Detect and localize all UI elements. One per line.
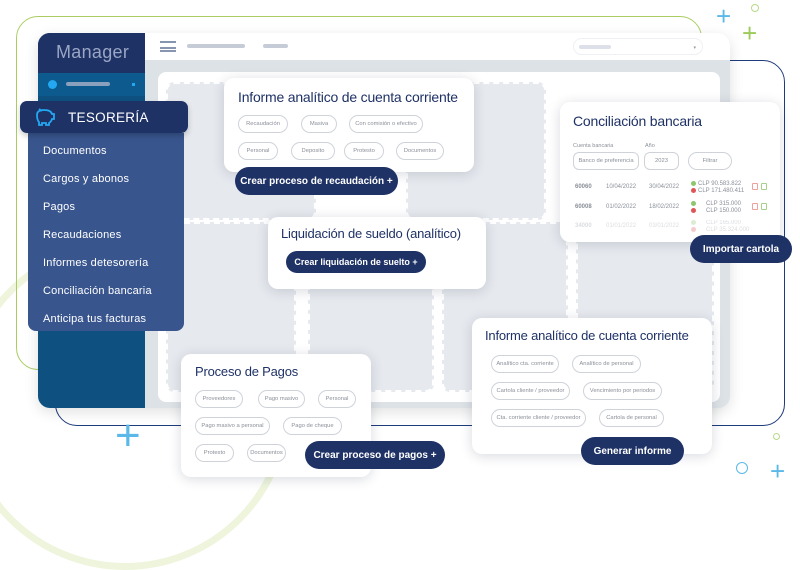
credit-value: CLP 315.000 (706, 201, 741, 208)
menu-tesoreria[interactable]: TESORERÍA (20, 101, 188, 133)
circle-icon (751, 4, 759, 12)
circle-icon (773, 433, 780, 440)
card-informe: Informe analítico de cuenta corriente An… (472, 318, 712, 454)
create-liquidacion-button[interactable]: Crear liquidación de suelto + (286, 251, 426, 273)
menu-item-conciliacion[interactable]: Conciliación bancaria (43, 285, 152, 297)
year-label: Año (645, 143, 655, 149)
row-credit: CLP 315.000 (691, 201, 741, 207)
pdf-icon[interactable] (752, 203, 758, 210)
debit-icon (691, 188, 696, 193)
row-to: 30/04/2022 (649, 184, 680, 190)
card-title: Informe analítico de cuenta corriente (238, 89, 458, 105)
menu-item-anticipa[interactable]: Anticipa tus facturas (43, 313, 147, 325)
user-name-placeholder (66, 82, 110, 86)
circle-icon (736, 462, 748, 474)
chip[interactable]: Personal (318, 390, 356, 408)
chip[interactable]: Cartola cliente / proveedor (491, 382, 570, 400)
row-from: 01/01/2022 (606, 223, 637, 229)
chip[interactable]: Deposito (291, 142, 335, 160)
chip[interactable]: Proveedores (195, 390, 243, 408)
generate-report-button[interactable]: Generar informe (581, 437, 684, 465)
card-title: Conciliación bancaria (573, 113, 702, 129)
credit-value: CLP 90.583.822 (698, 181, 742, 188)
credit-icon (691, 181, 696, 186)
credit-value: CLP 165.000 (706, 220, 741, 227)
account-select[interactable]: Banco de preferencia (573, 152, 639, 170)
debit-icon (691, 227, 696, 232)
row-credit: CLP 165.000 (691, 220, 741, 226)
year-select[interactable]: 2023 (644, 152, 679, 170)
menu-header-label: TESORERÍA (68, 109, 149, 125)
menu-item-informes[interactable]: Informes detesorería (43, 257, 149, 269)
chip[interactable]: Vencimiento por periodos (583, 382, 662, 400)
breadcrumb-placeholder (187, 44, 245, 48)
excel-icon[interactable] (761, 203, 767, 210)
chip[interactable]: Pago de cheque (283, 417, 342, 435)
row-id: 60008 (575, 204, 592, 210)
menu-item-documentos[interactable]: Documentos (43, 145, 107, 157)
chip[interactable]: Con comisión o efectivo (349, 115, 423, 133)
plus-icon: + (770, 456, 786, 486)
create-pagos-button[interactable]: Crear proceso de pagos + (305, 441, 445, 469)
chip[interactable]: Analítico de personal (572, 355, 641, 373)
plus-icon: + (115, 411, 141, 460)
chip[interactable]: Cartola de personal (599, 409, 664, 427)
row-debit: CLP 35.324.000 (691, 227, 749, 233)
logo: Manager (56, 42, 130, 62)
row-credit: CLP 90.583.822 (691, 181, 741, 187)
chip[interactable]: Documentos (396, 142, 444, 160)
import-cartola-button[interactable]: Importar cartola (690, 235, 792, 263)
debit-value: CLP 171.480.411 (698, 188, 745, 195)
chip[interactable]: Personal (238, 142, 278, 160)
chip[interactable]: Pago masivo (258, 390, 305, 408)
filter-button[interactable]: Filtrar (688, 152, 732, 170)
debit-value: CLP 150.000 (706, 208, 741, 215)
top-select[interactable]: ▾ (573, 38, 703, 55)
chip[interactable]: Recaudación (238, 115, 288, 133)
card-recaudacion: Informe analítico de cuenta corriente Re… (224, 78, 474, 172)
top-bar: ▾ (145, 33, 730, 60)
row-debit: CLP 150.000 (691, 208, 741, 214)
chip[interactable]: Masiva (301, 115, 337, 133)
hamburger-icon[interactable] (160, 41, 176, 52)
chip[interactable]: Cta. corriente cliente / proveedor (491, 409, 586, 427)
card-conciliacion: Conciliación bancaria Cuenta bancaria Añ… (560, 102, 780, 242)
menu-item-pagos[interactable]: Pagos (43, 201, 76, 213)
breadcrumb-placeholder (263, 44, 288, 48)
debit-icon (691, 208, 696, 213)
row-id: 60060 (575, 184, 592, 190)
chip[interactable]: Documentos (247, 444, 286, 462)
menu-item-recaudaciones[interactable]: Recaudaciones (43, 229, 122, 241)
chip[interactable]: Protesto (344, 142, 384, 160)
chip[interactable]: Analítico cta. corriente (491, 355, 559, 373)
card-title: Informe analítico de cuenta corriente (485, 328, 689, 343)
menu-item-cargos-abonos[interactable]: Cargos y abonos (43, 173, 130, 185)
pdf-icon[interactable] (752, 183, 758, 190)
row-to: 18/02/2022 (649, 204, 680, 210)
plus-icon: + (716, 1, 732, 31)
row-debit: CLP 171.480.411 (691, 188, 744, 194)
row-id: 34000 (575, 223, 592, 229)
tesoreria-submenu: Documentos Cargos y abonos Pagos Recauda… (28, 133, 184, 331)
excel-icon[interactable] (761, 183, 767, 190)
row-from: 01/02/2022 (606, 204, 637, 210)
chevron-down-icon[interactable] (132, 83, 135, 86)
credit-icon (691, 201, 696, 206)
card-title: Proceso de Pagos (195, 364, 299, 379)
create-recaudacion-button[interactable]: Crear proceso de recaudación + (235, 167, 398, 195)
chip[interactable]: Protesto (195, 444, 234, 462)
user-status-icon (48, 80, 57, 89)
debit-value: CLP 35.324.000 (706, 227, 750, 234)
chip[interactable]: Pago masivo a personal (195, 417, 270, 435)
select-value-placeholder (579, 45, 611, 49)
piggy-bank-icon (36, 108, 55, 126)
row-to: 03/01/2022 (649, 223, 680, 229)
row-from: 10/04/2022 (606, 184, 637, 190)
account-label: Cuenta bancaria (573, 143, 614, 149)
plus-icon: + (742, 18, 758, 48)
credit-icon (691, 220, 696, 225)
chevron-down-icon: ▾ (693, 45, 696, 51)
card-title: Liquidación de sueldo (analítico) (281, 226, 461, 241)
sidebar-header: Manager (38, 33, 145, 73)
